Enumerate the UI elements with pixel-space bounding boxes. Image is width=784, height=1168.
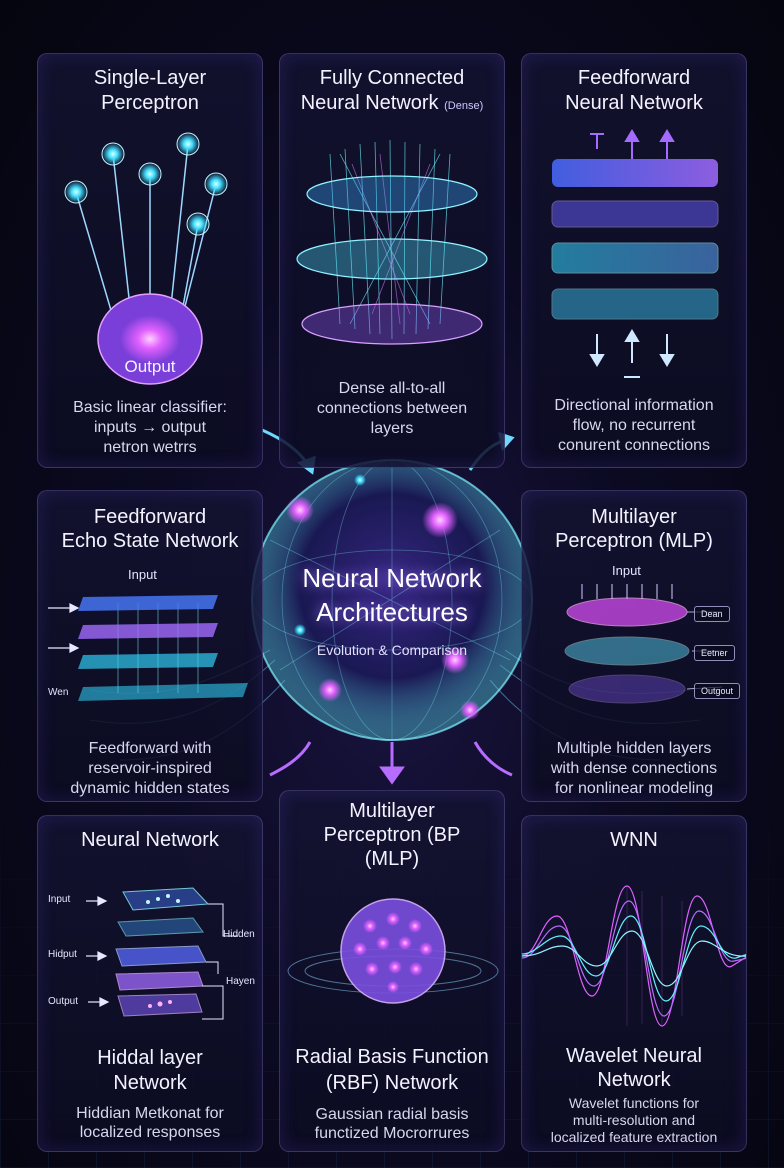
rbf-sphere-graphic (287, 898, 499, 1004)
panel-title-line2: Network (113, 1072, 187, 1094)
echo-state-layers-graphic (48, 595, 248, 701)
center-subtitle: Evolution & Comparison (316, 642, 468, 658)
panel-desc-line3: netron wetrrs (103, 439, 197, 456)
panel-title-top: Neural Network (81, 829, 219, 851)
panel-desc-line3: conurent connections (557, 437, 711, 454)
panel-desc-line1: Directional information (554, 397, 714, 414)
panel-title-line2: Echo State Network (61, 530, 239, 552)
panel-desc-line1: Hiddian Metkonat for (76, 1105, 224, 1122)
hidden-layer-stack-graphic (86, 887, 238, 1020)
panel-title-top-line2: Perceptron (BP (323, 824, 461, 846)
panel-title-main: Neural Network (300, 92, 439, 114)
label-output: Output (48, 996, 79, 1007)
panel-title-line2: Network (597, 1069, 671, 1091)
panel-title-top: WNN (610, 829, 658, 851)
panel-wavelet-neural-network: WNN Wavelet Neural Network Wavelet funct… (521, 815, 747, 1152)
panel-title-line2: Neural Network (565, 92, 703, 114)
panel-desc-line2: multi-resolution and (572, 1112, 696, 1128)
panel-desc-line1: Wavelet functions for (568, 1095, 700, 1111)
panel-title-line1: Feedforward (577, 67, 691, 89)
panel-title-line2: Perceptron (MLP) (555, 530, 713, 552)
panel-title-line1: Single-Layer (93, 67, 207, 89)
panel-title-line2: Perceptron (101, 92, 199, 114)
panel-desc-line2: inputs → output (93, 419, 207, 436)
layer-tag-3: Outgout (694, 683, 741, 699)
panel-desc-line1: Feedforward with (88, 740, 212, 757)
panel-title-line1: Hiddal layer (97, 1047, 203, 1069)
wavelet-graphic (522, 885, 746, 1027)
panel-title-top-line1: Multilayer (349, 800, 435, 822)
panel-desc-line1: Dense all-to-all (338, 380, 446, 397)
panel-desc-line1: Multiple hidden layers (556, 740, 712, 757)
panel-title-small: (Dense) (444, 100, 484, 112)
panel-title-line1: Fully Connected (319, 67, 465, 89)
panel-title-line1: Feedforward (93, 506, 207, 528)
label-hidput: Hidput (48, 949, 77, 960)
label-layer: Hayen (226, 976, 255, 987)
panel-single-layer-perceptron: Single-Layer Perceptron Output Basic lin… (37, 53, 263, 468)
panel-title-line1: Multilayer (591, 506, 677, 528)
panel-multilayer-perceptron: Multilayer Perceptron (MLP) Input Dean E… (521, 490, 747, 802)
panel-title-line1: Wavelet Neural (566, 1045, 702, 1067)
panel-rbf-network: Multilayer Perceptron (BP (MLP) Radial B… (279, 790, 505, 1152)
panel-desc-line3: for nonlinear modeling (554, 780, 714, 797)
feedforward-stack-graphic (551, 129, 719, 378)
panel-desc-line2: connections between (316, 400, 468, 417)
panel-desc-line2: localized responses (79, 1124, 221, 1141)
input-label: Input (612, 563, 641, 578)
panel-fully-connected: Fully Connected Neural Network (Dense) D… (279, 53, 505, 468)
panel-desc-line2: with dense connections (550, 760, 718, 777)
panel-echo-state-network: Feedforward Echo State Network Input Wen… (37, 490, 263, 802)
mlp-layers-graphic (564, 584, 723, 704)
panel-desc-line1: Basic linear classifier: (73, 399, 227, 416)
panel-title-line2: (RBF) Network (325, 1072, 459, 1094)
label-input: Input (48, 894, 71, 905)
center-title-line2: Architectures (316, 597, 468, 627)
panel-desc-line2: reservoir-inspired (88, 760, 212, 777)
label-hidden: Hidden (223, 929, 255, 940)
center-title-line1: Neural Network (302, 563, 482, 593)
output-label: Output (124, 357, 176, 376)
panel-desc-line3: dynamic hidden states (70, 780, 230, 797)
panel-feedforward-nn: Feedforward Neural Network Directional i… (521, 53, 747, 468)
panel-desc-line2: functized Mocrorrures (314, 1125, 470, 1142)
panel-title-line1: Radial Basis Function (295, 1046, 489, 1068)
panel-hidden-layer-network: Neural Network Input Hidput Output Hidde… (37, 815, 263, 1152)
panel-title-top-line3: (MLP) (364, 848, 420, 870)
panel-desc-line2: flow, no recurrent (572, 417, 696, 434)
dense-layers-graphic (296, 139, 488, 345)
input-label: Input (128, 567, 157, 582)
side-label: Wen (48, 687, 69, 698)
layer-tag-2: Eetner (694, 645, 735, 661)
perceptron-neuron-graphic (64, 132, 228, 385)
layer-tag-1: Dean (694, 606, 730, 622)
panel-desc-line1: Gaussian radial basis (315, 1106, 469, 1123)
panel-title-line2: Neural Network (Dense) (280, 91, 504, 119)
panel-desc-line3: layers (370, 420, 414, 437)
panel-desc-line3: localized feature extraction (550, 1129, 718, 1145)
